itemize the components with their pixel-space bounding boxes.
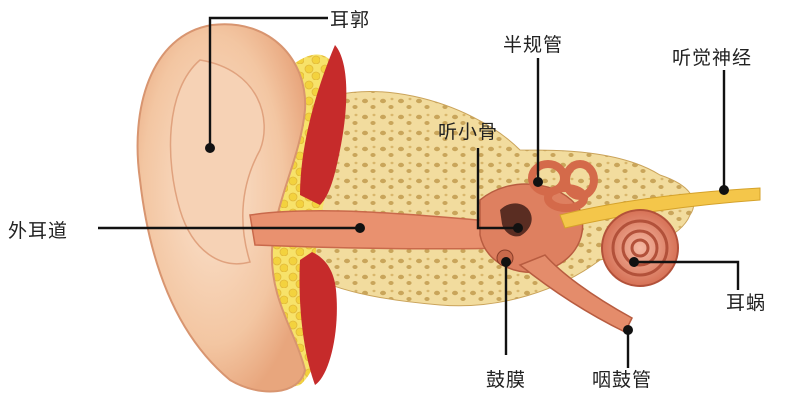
label-auricle: 耳郭 — [330, 5, 370, 32]
label-ear-canal: 外耳道 — [8, 216, 68, 243]
label-ossicles: 听小骨 — [438, 117, 498, 144]
label-cochlea: 耳蜗 — [726, 288, 766, 315]
cochlea-shape — [602, 210, 678, 286]
label-auditory-nerve: 听觉神经 — [672, 43, 752, 70]
label-eustachian-tube: 咽鼓管 — [592, 365, 652, 392]
label-semicircular-canals: 半规管 — [503, 30, 563, 57]
label-eardrum: 鼓膜 — [486, 365, 526, 392]
